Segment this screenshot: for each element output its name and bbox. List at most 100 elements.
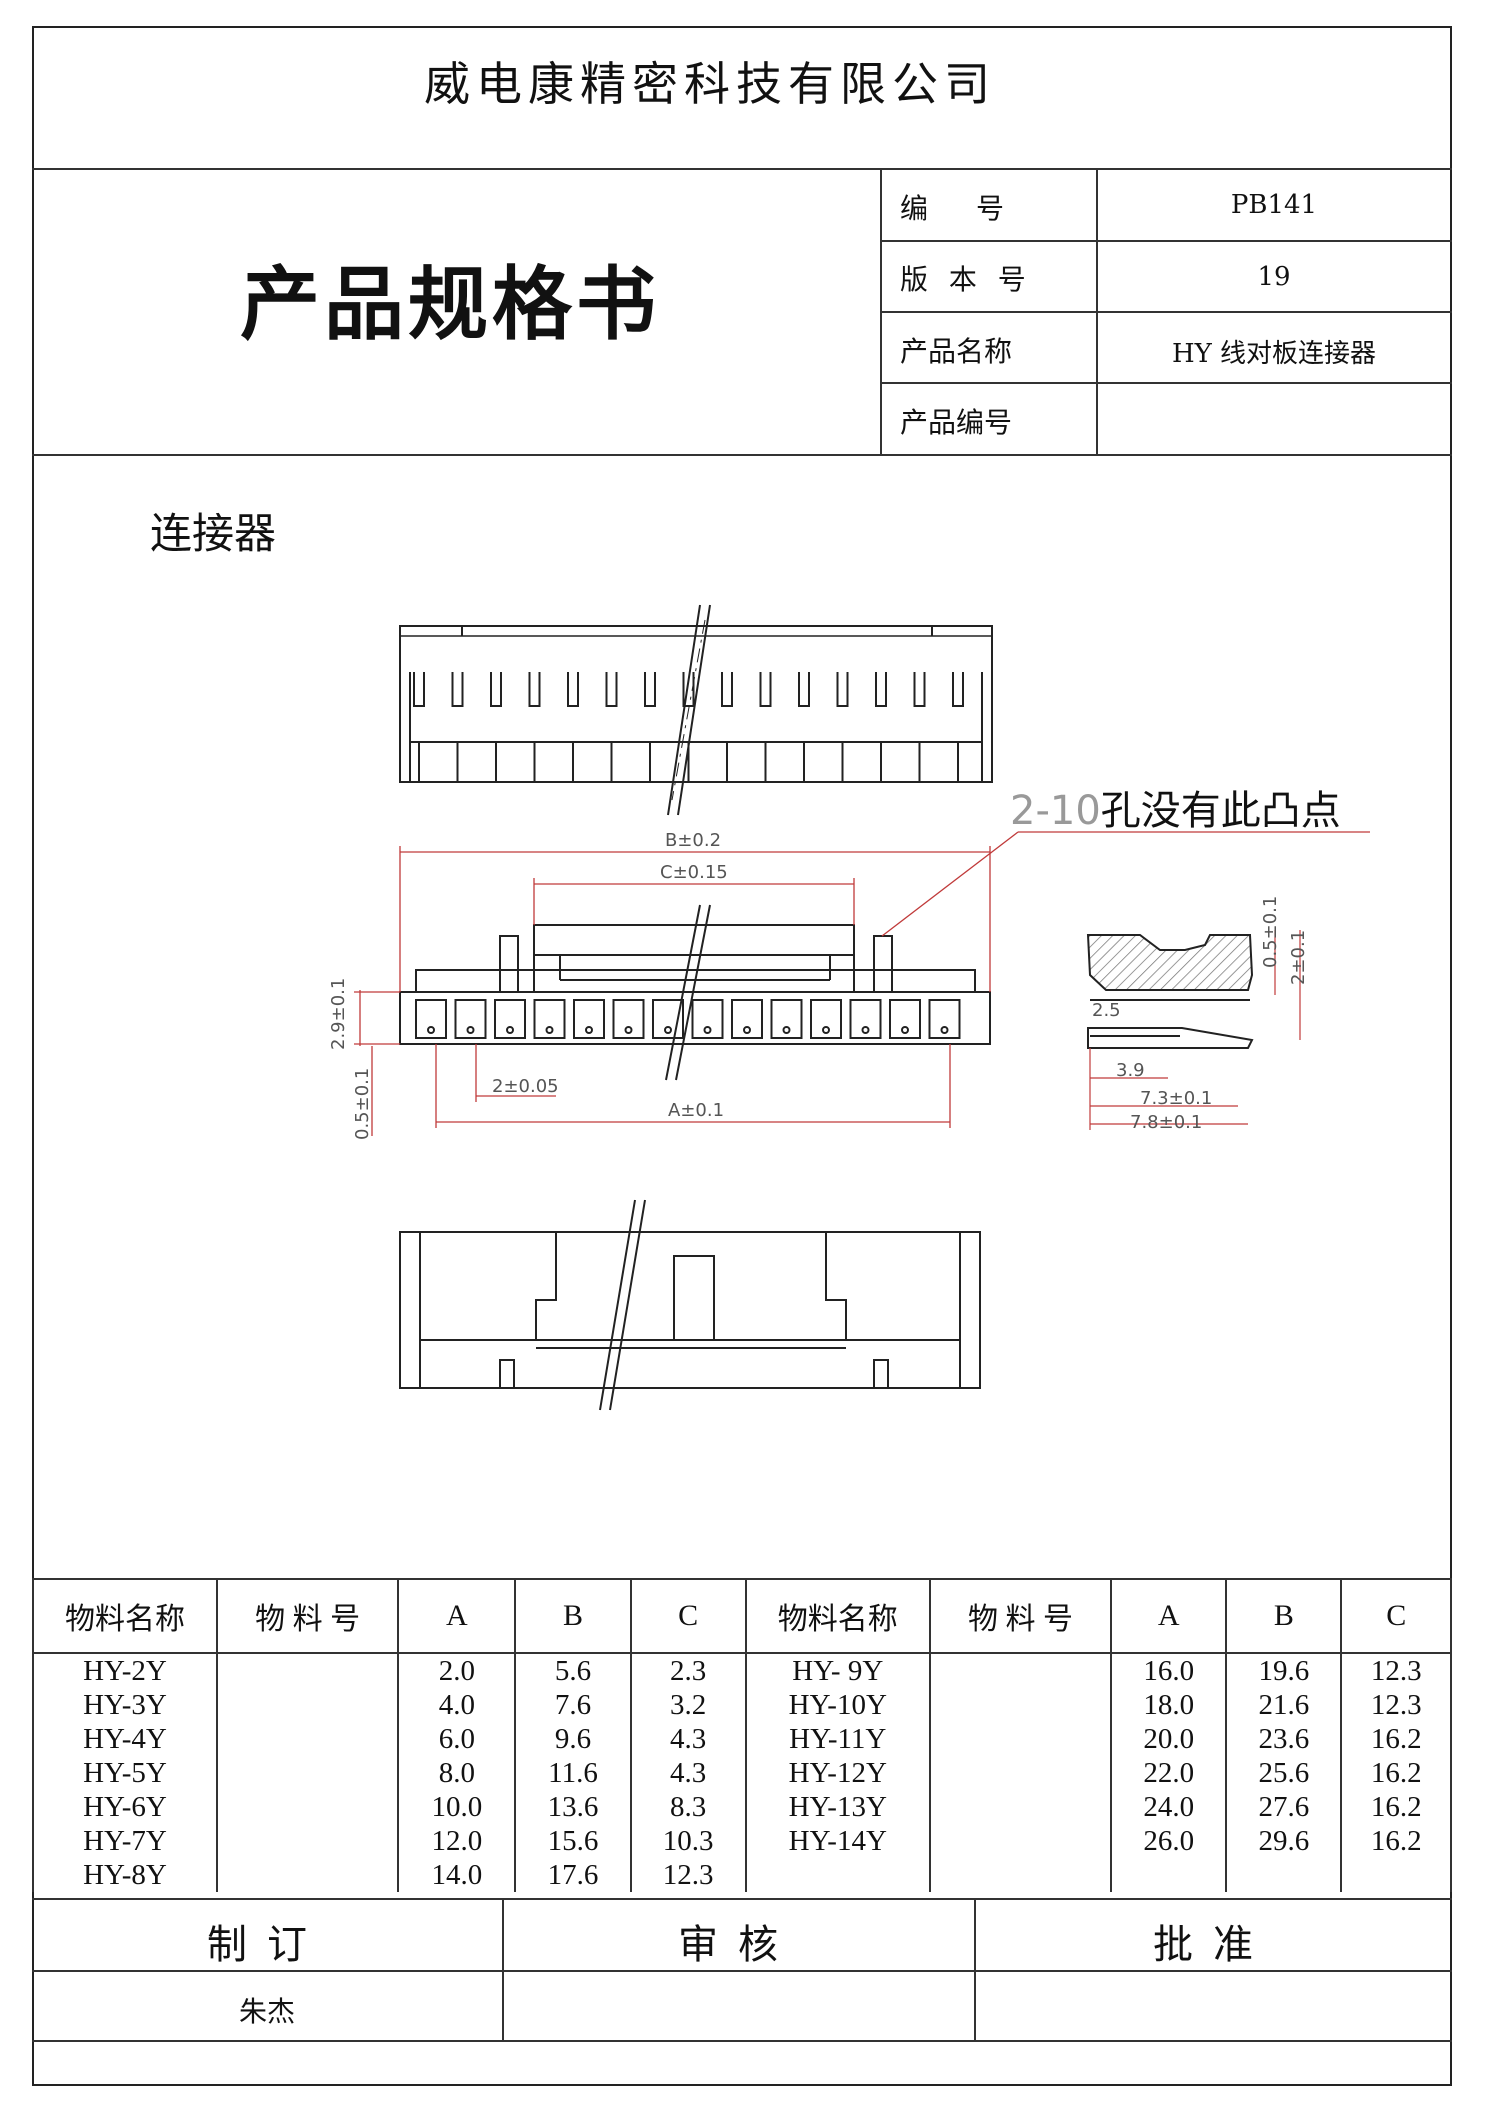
- table-cell: 17.6: [514, 1858, 632, 1892]
- section-title: 连接器: [150, 509, 277, 558]
- table-cell: [215, 1688, 400, 1722]
- dim-label-height: 2.9±0.1: [328, 978, 349, 1050]
- side-dim-label-5: 7.3±0.1: [1140, 1088, 1212, 1109]
- col-header: 物料名称: [744, 1578, 931, 1654]
- divider: [32, 454, 1452, 456]
- dim-label-offset: 0.5±0.1: [352, 1068, 373, 1140]
- col-header: A: [397, 1578, 517, 1654]
- table-cell: [928, 1858, 1113, 1892]
- signoff-prepared-value: 朱杰: [238, 1995, 295, 2028]
- table-cell: [744, 1858, 931, 1892]
- table-cell: HY-5Y: [32, 1756, 218, 1790]
- table-cell: 21.6: [1225, 1688, 1343, 1722]
- drawing-note: 2-10孔没有此凸点: [1010, 778, 1341, 836]
- table-cell: [215, 1756, 400, 1790]
- table-cell: [215, 1790, 400, 1824]
- divider: [974, 1898, 976, 2040]
- divider: [502, 1898, 504, 2040]
- table-cell: [928, 1722, 1113, 1756]
- field-label-version: 版 本 号: [900, 263, 1032, 296]
- table-cell: 4.0: [397, 1688, 517, 1722]
- table-cell: HY- 9Y: [744, 1653, 931, 1688]
- col-header: C: [629, 1578, 747, 1654]
- table-cell: 26.0: [1110, 1824, 1228, 1858]
- connector-drawing: B±0.2 C±0.15 2±0.05 A±0.1 2.9±0.1 0.5±0.…: [328, 604, 1370, 1411]
- table-cell: 15.6: [514, 1824, 632, 1858]
- divider: [880, 240, 1452, 242]
- table-cell: HY-7Y: [32, 1824, 218, 1858]
- table-cell: 24.0: [1110, 1790, 1228, 1824]
- table-cell: 8.3: [629, 1790, 747, 1824]
- table-cell: [928, 1756, 1113, 1790]
- table-cell: [215, 1722, 400, 1756]
- table-cell: 13.6: [514, 1790, 632, 1824]
- table-cell: 2.3: [629, 1653, 747, 1688]
- table-cell: 29.6: [1225, 1824, 1343, 1858]
- table-cell: HY-11Y: [744, 1722, 931, 1756]
- document-frame: [32, 26, 1452, 2086]
- col-header: B: [1225, 1578, 1343, 1654]
- table-cell: 27.6: [1225, 1790, 1343, 1824]
- field-label-product-code: 产品编号: [900, 406, 1013, 439]
- dimension-lines: [354, 831, 1370, 1136]
- table-cell: HY-14Y: [744, 1824, 931, 1858]
- side-dimension-lines: [1089, 930, 1301, 1130]
- table-cell: 16.2: [1340, 1722, 1452, 1756]
- table-cell: 4.3: [629, 1722, 747, 1756]
- table-cell: 16.2: [1340, 1756, 1452, 1790]
- field-value-product-name: HY 线对板连接器: [1171, 339, 1377, 369]
- side-view: [1086, 934, 1254, 1049]
- table-cell: 2.0: [397, 1653, 517, 1688]
- table-cell: HY-6Y: [32, 1790, 218, 1824]
- bottom-view: [399, 1231, 981, 1389]
- signoff-approved-label: 批准: [1153, 1922, 1273, 1968]
- table-cell: 5.6: [514, 1653, 632, 1688]
- table-cell: [215, 1858, 400, 1892]
- table-cell: HY-12Y: [744, 1756, 931, 1790]
- table-cell: HY-13Y: [744, 1790, 931, 1824]
- side-dim-label-3: 2.5: [1092, 1000, 1121, 1021]
- table-cell: 25.6: [1225, 1756, 1343, 1790]
- table-cell: [1110, 1858, 1228, 1892]
- field-label-number: 编 号: [900, 192, 1015, 225]
- dim-label-a: A±0.1: [668, 1100, 724, 1121]
- company-name: 威电康精密科技有限公司: [424, 57, 996, 111]
- divider: [32, 1970, 1452, 1972]
- table-cell: 14.0: [397, 1858, 517, 1892]
- table-cell: HY-2Y: [32, 1653, 218, 1688]
- table-cell: [1340, 1858, 1452, 1892]
- table-cell: 12.3: [629, 1858, 747, 1892]
- side-dim-label-6: 7.8±0.1: [1130, 1112, 1202, 1133]
- table-cell: 3.2: [629, 1688, 747, 1722]
- col-header: 物 料 号: [928, 1578, 1113, 1654]
- table-cell: [928, 1790, 1113, 1824]
- table-cell: 4.3: [629, 1756, 747, 1790]
- table-cell: 12.0: [397, 1824, 517, 1858]
- divider: [880, 311, 1452, 313]
- front-view: [399, 924, 991, 1045]
- dim-label-pitch: 2±0.05: [492, 1076, 559, 1097]
- signoff-prepared-label: 制订: [207, 1922, 327, 1968]
- table-cell: 10.3: [629, 1824, 747, 1858]
- col-header: 物料名称: [32, 1578, 218, 1654]
- table-cell: HY-3Y: [32, 1688, 218, 1722]
- note-text: 孔没有此凸点: [1100, 788, 1341, 834]
- table-cell: 7.6: [514, 1688, 632, 1722]
- divider: [32, 1898, 1452, 1900]
- table-cell: [215, 1653, 400, 1688]
- col-header: C: [1340, 1578, 1452, 1654]
- top-view: [399, 625, 993, 783]
- table-cell: [928, 1653, 1113, 1688]
- side-dim-label-4: 3.9: [1116, 1060, 1145, 1081]
- field-label-product-name: 产品名称: [900, 335, 1013, 368]
- table-cell: 8.0: [397, 1756, 517, 1790]
- table-cell: [928, 1688, 1113, 1722]
